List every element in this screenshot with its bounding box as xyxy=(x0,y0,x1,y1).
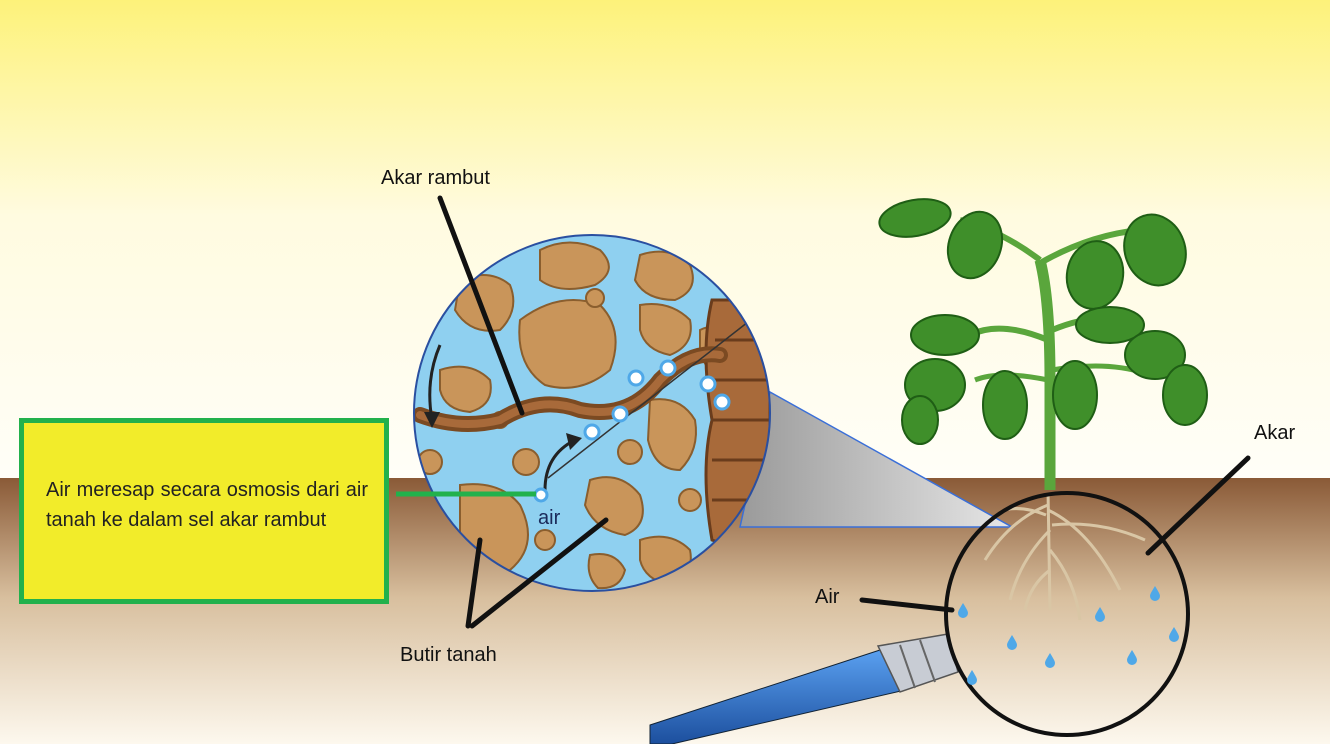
label-butir-tanah: Butir tanah xyxy=(400,644,497,666)
magnifier-icon xyxy=(649,633,959,745)
label-air: Air xyxy=(815,586,840,608)
inset-circle xyxy=(413,234,771,592)
akar-pointer xyxy=(1145,455,1251,556)
callout-box: Air meresap secara osmosis dari air tana… xyxy=(19,418,389,604)
magnifier-lens xyxy=(944,491,1190,737)
label-akar: Akar xyxy=(1254,422,1296,444)
callout-text: Air meresap secara osmosis dari air tana… xyxy=(46,479,368,531)
air-pointer xyxy=(859,597,955,613)
butir-tanah-pointer-left xyxy=(465,537,483,629)
label-akar-rambut: Akar rambut xyxy=(381,167,490,189)
plant-icon xyxy=(878,198,1208,621)
inset-air-label: air xyxy=(538,507,561,529)
butir-tanah-pointer-right xyxy=(469,517,609,629)
akar-rambut-pointer xyxy=(437,195,525,416)
